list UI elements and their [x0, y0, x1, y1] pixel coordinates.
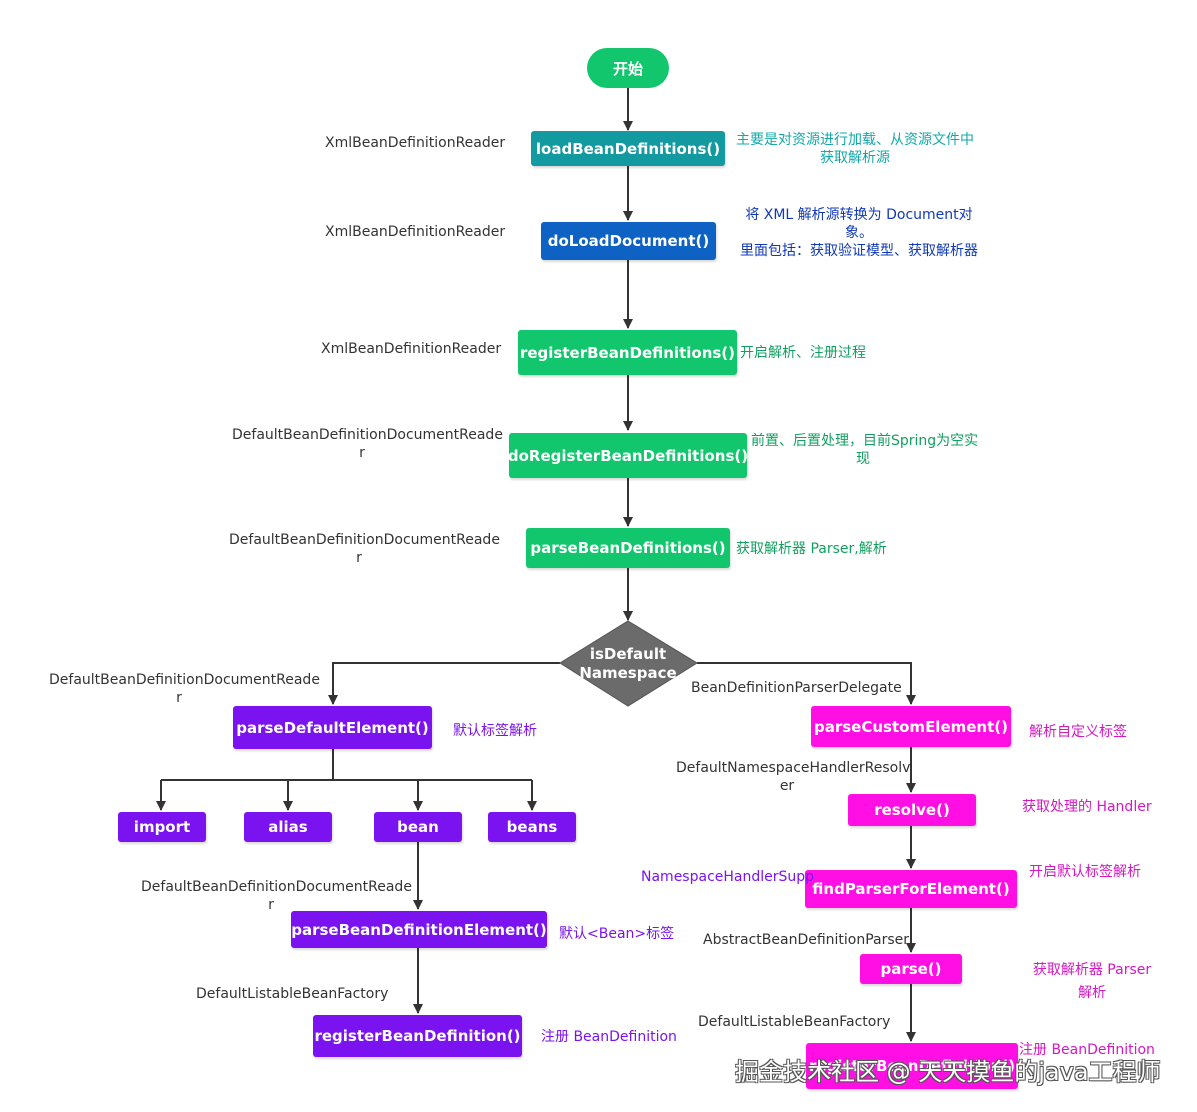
class-label-dbdr-4-line1: DefaultBeanDefinitionDocumentReade — [141, 879, 412, 895]
do-load-document-node: doLoadDocument() — [541, 222, 716, 260]
note-register-right: 注册 BeanDefinition — [1019, 1042, 1155, 1058]
note-load-line2: 获取解析源 — [820, 150, 890, 166]
class-label-resolver-line1: DefaultNamespaceHandlerResolv — [676, 760, 911, 776]
watermark: 掘金技术社区 @ 天天摸鱼的java工程师 — [735, 1058, 1161, 1086]
decision-diamond — [559, 620, 698, 707]
bean-node: bean — [374, 812, 462, 842]
note-do-register: 前置、后置处理，目前Spring为空实 现 — [751, 432, 979, 468]
class-label-xml-3: XmlBeanDefinitionReader — [321, 341, 502, 357]
class-label-dbdr-2-line2: r — [356, 550, 362, 566]
class-label-dbdr-1-line1: DefaultBeanDefinitionDocumentReade — [232, 427, 503, 443]
class-label-dlbf-2: DefaultListableBeanFactory — [698, 1014, 891, 1030]
class-label-dbdr-1-line2: r — [359, 445, 365, 461]
class-label-xml-2: XmlBeanDefinitionReader — [325, 224, 506, 240]
start-node: 开始 — [587, 48, 669, 88]
class-label-dbdr-3-line1: DefaultBeanDefinitionDocumentReade — [49, 672, 320, 688]
note-do-register-line1: 前置、后置处理，目前Spring为空实 — [751, 433, 979, 449]
note-parse-line2: 解析 — [1078, 985, 1106, 1001]
decision-label: isDefault Namespace — [566, 645, 690, 683]
edge-decision-default — [328, 662, 560, 705]
note-parse: 获取解析器 Parser 解析 — [1028, 959, 1156, 1005]
class-label-dbdr-4: DefaultBeanDefinitionDocumentReade r — [141, 878, 412, 914]
note-do-register-line2: 现 — [856, 451, 870, 467]
class-label-dbdr-2: DefaultBeanDefinitionDocumentReade r — [229, 531, 500, 567]
parse-node: parse() — [860, 954, 962, 984]
note-do-load-line1: 将 XML 解析源转换为 Document对 — [745, 207, 973, 223]
parse-default-element-node: parseDefaultElement() — [233, 706, 432, 749]
parse-bean-definition-element-node: parseBeanDefinitionElement() — [291, 911, 547, 948]
parse-custom-element-node: parseCustomElement() — [811, 706, 1011, 747]
class-label-dlbf-1: DefaultListableBeanFactory — [196, 986, 389, 1002]
note-register-bean-def: 注册 BeanDefinition — [541, 1029, 677, 1045]
note-load: 主要是对资源进行加载、从资源文件中 获取解析源 — [735, 131, 975, 167]
class-label-xml-1: XmlBeanDefinitionReader — [325, 135, 506, 151]
class-label-resolver: DefaultNamespaceHandlerResolv er — [676, 759, 911, 795]
class-label-delegate: BeanDefinitionParserDelegate — [691, 680, 902, 696]
import-node: import — [118, 812, 206, 842]
class-label-dbdr-2-line1: DefaultBeanDefinitionDocumentReade — [229, 532, 500, 548]
parse-bean-definitions-node: parseBeanDefinitions() — [526, 528, 730, 568]
class-label-ns-support: NamespaceHandlerSupp — [641, 869, 815, 885]
edge-decision-custom — [697, 662, 916, 705]
register-bean-definitions-node: registerBeanDefinitions() — [518, 330, 737, 375]
load-bean-definitions-node: loadBeanDefinitions() — [531, 131, 725, 166]
note-load-line1: 主要是对资源进行加载、从资源文件中 — [736, 132, 974, 148]
alias-node: alias — [244, 812, 332, 842]
note-parse-bean-def: 默认<Bean>标签 — [559, 926, 675, 942]
class-label-abstract-parser: AbstractBeanDefinitionParser — [703, 932, 910, 948]
note-find-parser: 开启默认标签解析 — [1029, 864, 1141, 880]
beans-node: beans — [488, 812, 576, 842]
class-label-resolver-line2: er — [779, 778, 795, 794]
register-bean-definition-right-node: registerBeanDefinition() — [806, 1043, 1018, 1089]
note-parse: 获取解析器 Parser,解析 — [736, 541, 887, 557]
decision-label-line2: Namespace — [579, 664, 677, 682]
decision-label-line1: isDefault — [589, 645, 667, 663]
class-label-dbdr-3-line2: r — [176, 690, 182, 706]
note-do-load-line2: 象。 — [845, 225, 873, 241]
do-register-bean-definitions-node: doRegisterBeanDefinitions() — [508, 433, 748, 478]
note-register: 开启解析、注册过程 — [740, 345, 866, 361]
class-label-dbdr-3: DefaultBeanDefinitionDocumentReade r — [49, 671, 320, 707]
note-parse-line1: 获取解析器 Parser — [1032, 962, 1152, 978]
register-bean-definition-left-node: registerBeanDefinition() — [313, 1015, 522, 1057]
note-parse-default: 默认标签解析 — [453, 723, 537, 739]
find-parser-for-element-node: findParserForElement() — [805, 870, 1017, 908]
note-do-load: 将 XML 解析源转换为 Document对 象。 里面包括：获取验证模型、获取… — [740, 206, 978, 260]
class-label-dbdr-4-line2: r — [268, 897, 274, 913]
note-resolve: 获取处理的 Handler — [1022, 799, 1152, 815]
note-parse-custom: 解析自定义标签 — [1029, 724, 1127, 740]
note-do-load-line3: 里面包括：获取验证模型、获取解析器 — [740, 243, 978, 259]
resolve-node: resolve() — [848, 794, 976, 826]
class-label-dbdr-1: DefaultBeanDefinitionDocumentReade r — [232, 426, 503, 462]
